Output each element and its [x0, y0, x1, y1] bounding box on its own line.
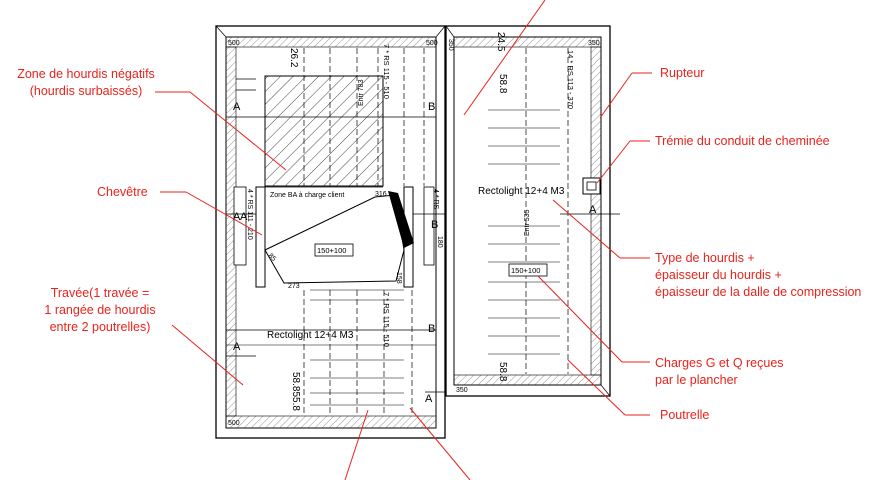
- rs-right: 14 * RS 113 - 370: [566, 50, 575, 109]
- leader-lines: [155, 0, 652, 480]
- dim-273: 273: [288, 283, 300, 290]
- dim-bottom-left: 500: [228, 420, 240, 427]
- load-box-right: [508, 263, 548, 277]
- dim-top-left: 500: [228, 40, 240, 47]
- left-bottom-rupteur: [225, 415, 437, 429]
- chevetre-left: [255, 186, 266, 288]
- rs-small: 4 * RS: [432, 189, 439, 210]
- dim-180: 180: [436, 236, 443, 248]
- rs-top-left: 7 * RS 115 - 510: [382, 44, 391, 99]
- hourdis-type-left: Rectolight 12+4 M3: [267, 330, 354, 341]
- callout-line: épaisseur de la dalle de compression: [655, 285, 862, 299]
- left-outer-wall: [215, 25, 446, 439]
- section-a-2: A: [233, 211, 241, 223]
- callout-travee: Travée(1 travée = 1 rangée de hourdis en…: [25, 285, 175, 336]
- dim-588-bot: 58.8: [497, 362, 508, 382]
- zone-ba-label: Zone BA à charge client: [270, 192, 344, 199]
- dim-262: 26.2: [288, 48, 299, 68]
- negative-hourdis-zone: [264, 75, 384, 187]
- section-a-4: A: [233, 341, 241, 353]
- section-b-3: B: [428, 323, 435, 335]
- callout-line: par le plancher: [655, 373, 738, 387]
- dim-right-top-small: 350: [447, 39, 454, 51]
- rs-bottom-left: 7 * RS 115 - 510: [382, 292, 391, 347]
- callout-line: épaisseur du hourdis +: [655, 268, 782, 282]
- callout-line: Charges G et Q reçues: [655, 356, 784, 370]
- dim-245: 24.5: [495, 32, 506, 52]
- hourdis-type-right: Rectolight 12+4 M3: [478, 186, 565, 197]
- zone-ba-outline: [264, 194, 405, 284]
- callout-chevetre: Chevêtre: [97, 185, 148, 199]
- callout-line: Travée(1 travée =: [50, 286, 150, 300]
- callout-charges: Charges G et Q reçues par le plancher: [655, 355, 784, 389]
- dim-588-left: 58.855.8: [290, 372, 301, 411]
- callout-poutrelle: Poutrelle: [660, 408, 710, 422]
- dim-588-top: 58.8: [497, 74, 508, 94]
- entr-783: Entr 783: [358, 79, 365, 106]
- dim-top-right: 350: [588, 40, 600, 47]
- chimney-tremie: [582, 177, 601, 195]
- section-a-6: A: [589, 204, 597, 216]
- callout-tremie: Trémie du conduit de cheminée: [655, 134, 830, 148]
- callout-line: 1 rangée de hourdis: [44, 303, 156, 317]
- callout-line: Zone de hourdis négatifs: [17, 67, 155, 81]
- callout-rupteur: Rupteur: [660, 66, 705, 80]
- load-box-left: [314, 243, 354, 257]
- callout-line: (hourdis surbaissés): [29, 84, 143, 98]
- section-b-2: B: [431, 219, 438, 231]
- section-a-1: A: [233, 101, 241, 113]
- dim-bottom-right: 350: [456, 387, 468, 394]
- section-b-1: B: [428, 101, 435, 113]
- rs-chevetre: 4 * RS 111 - 210: [246, 189, 253, 240]
- section-a-3: A: [240, 211, 248, 223]
- dim-top-right-left: 500: [426, 40, 438, 47]
- dim-316: 316: [375, 191, 387, 198]
- load-right: 150+100: [511, 266, 540, 275]
- callout-line: Type de hourdis +: [655, 251, 755, 265]
- section-a-5: A: [425, 393, 433, 405]
- right-outer-wall: [445, 25, 611, 397]
- entr-535: Entr 535: [524, 209, 531, 236]
- callout-line: entre 2 poutrelles): [49, 320, 151, 334]
- filled-beam: [388, 191, 414, 248]
- load-left: 150+100: [317, 246, 346, 255]
- left-top-rupteur: [225, 36, 437, 48]
- callout-hourdis-negatifs: Zone de hourdis négatifs (hourdis surbai…: [0, 66, 172, 100]
- left-plan-block: [215, 25, 446, 439]
- callout-type-hourdis: Type de hourdis + épaisseur du hourdis +…: [655, 250, 861, 301]
- dim-85: 85: [267, 252, 278, 263]
- right-plan-block: [445, 25, 620, 397]
- dim-158: 158: [395, 272, 402, 284]
